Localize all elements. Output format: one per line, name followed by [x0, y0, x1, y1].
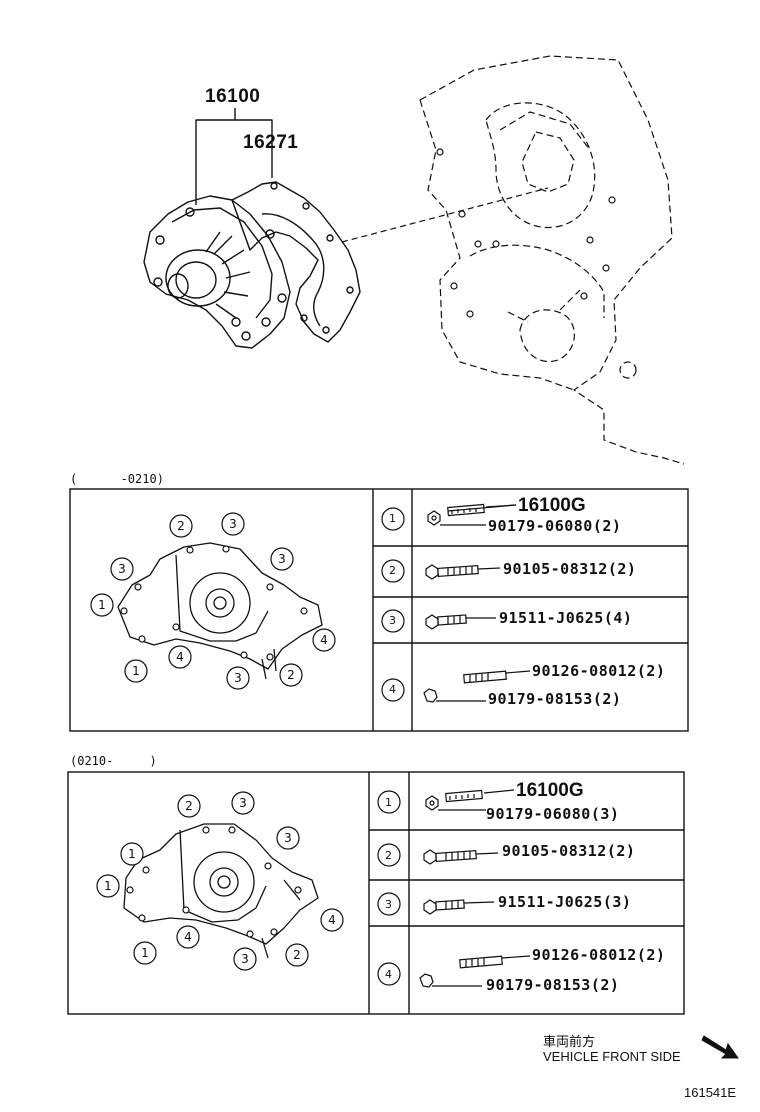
svg-text:4: 4 — [328, 913, 336, 927]
section-2-pump-outline — [123, 823, 319, 959]
section-2-table: 2 3 1 3 1 4 4 1 3 2 — [67, 771, 685, 1015]
section-2-range: (0210- ) — [70, 754, 157, 768]
vehicle-front-label-jp: 車両前方 — [543, 1034, 596, 1049]
svg-text:2: 2 — [293, 948, 301, 962]
svg-text:3: 3 — [239, 796, 247, 810]
section-1-part-16100g: 16100G — [518, 495, 586, 516]
svg-text:3: 3 — [241, 952, 249, 966]
section-2-row-4-number: 4 — [385, 968, 392, 981]
svg-text:3: 3 — [278, 552, 286, 566]
svg-text:3: 3 — [234, 671, 242, 685]
svg-text:2: 2 — [177, 519, 185, 533]
section-1-table: 2 3 3 3 1 4 4 1 3 2 — [69, 488, 689, 732]
svg-text:3: 3 — [118, 562, 126, 576]
svg-text:4: 4 — [320, 633, 328, 647]
section-1-row-2-number: 2 — [389, 564, 396, 577]
section-1-range: ( -0210) — [70, 472, 164, 486]
section-1-part-90105-08312: 90105-08312(2) — [503, 560, 637, 578]
section-2-part-16100g: 16100G — [516, 780, 584, 801]
section-1-part-90126-08012: 90126-08012(2) — [532, 662, 666, 680]
section-2-position-markers — [96, 791, 344, 971]
svg-text:1: 1 — [104, 879, 112, 893]
svg-text:1: 1 — [132, 664, 140, 678]
svg-text:2: 2 — [185, 799, 193, 813]
section-1-row-3-number: 3 — [389, 614, 396, 627]
svg-text:3: 3 — [229, 517, 237, 531]
section-2-row-1-number: 1 — [385, 796, 392, 809]
svg-text:1: 1 — [98, 598, 106, 612]
diagram-id: 161541E — [684, 1085, 737, 1100]
part-16271-label: 16271 — [243, 132, 299, 153]
svg-text:3: 3 — [284, 831, 292, 845]
svg-text:4: 4 — [176, 650, 184, 664]
vehicle-front-arrow-icon — [701, 1035, 739, 1059]
section-1-row-4-number: 4 — [389, 683, 396, 696]
section-1-part-91511-j0625: 91511-J0625(4) — [499, 609, 633, 627]
section-2-part-91511-j0625: 91511-J0625(3) — [498, 893, 632, 911]
svg-text:4: 4 — [184, 930, 192, 944]
section-1-row-1-number: 1 — [389, 512, 396, 525]
section-1-position-markers — [90, 512, 336, 690]
section-1-part-90179-08153: 90179-08153(2) — [488, 690, 622, 708]
section-2-row-3-number: 3 — [385, 898, 392, 911]
svg-text:1: 1 — [141, 946, 149, 960]
section-2-part-90179-06080: 90179-06080(3) — [486, 805, 620, 823]
pump-assembly-illustration — [143, 55, 685, 465]
section-2-part-90105-08312: 90105-08312(2) — [502, 842, 636, 860]
svg-text:1: 1 — [128, 847, 136, 861]
section-2-part-90179-08153: 90179-08153(2) — [486, 976, 620, 994]
section-2-row-2-number: 2 — [385, 849, 392, 862]
part-16100-label: 16100 — [205, 86, 261, 107]
svg-text:2: 2 — [287, 668, 295, 682]
section-1-pump-outline — [117, 542, 323, 680]
vehicle-front-label-en: VEHICLE FRONT SIDE — [543, 1049, 681, 1064]
section-1-part-90179-06080: 90179-06080(2) — [488, 517, 622, 535]
section-2-part-90126-08012: 90126-08012(2) — [532, 946, 666, 964]
